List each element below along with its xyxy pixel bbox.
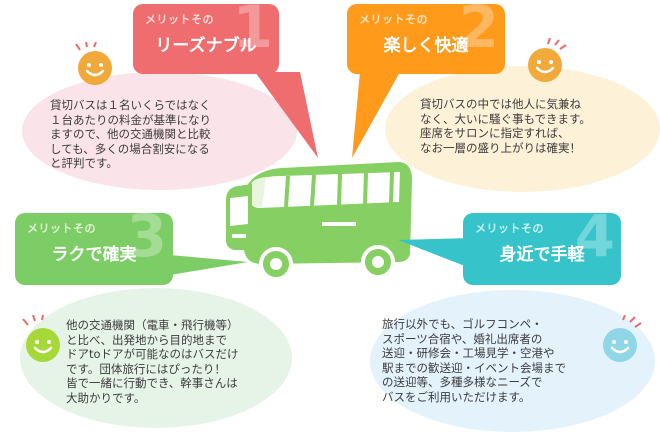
merit-4-line: 駅までの歓送迎・イベント会場まで [382, 360, 566, 375]
merit-4-line: の送迎等、多種多様なニーズで [382, 375, 543, 389]
merit-3-line: と比べ、出発地から目的地まで [66, 332, 227, 347]
merit-label-3: メリットその [27, 222, 96, 235]
merit-1-line: １台あたりの料金が基準になり [50, 112, 211, 127]
merit-label-2: メリットその [359, 13, 428, 26]
merit-3-line: 皆で一緒に行動でき、幹事さんは [66, 376, 238, 390]
merit-badge-1: 1 メリットその リーズナブル [133, 4, 279, 74]
merit-title-3: ラクで確実 [51, 245, 137, 265]
merit-label-4: メリットその [475, 222, 544, 235]
merit-4-line: 送迎・研修会・工場見学・空港や [382, 346, 555, 360]
merit-4-line: 旅行以外でも、ゴルフコンペ・ [382, 317, 543, 331]
smiley-face-icon-2 [528, 38, 567, 82]
merit-badge-3: 3 メリットその ラクで確実 [15, 213, 173, 285]
background-cloud-2 [385, 66, 660, 192]
merit-description-1: 貸切バスは１名いくらではなく １台あたりの料金が基準になり ますので、他の交通機… [50, 98, 211, 171]
merit-4-line: スポーツ合宿や、婚礼出席者の [382, 331, 543, 346]
merit-title-2: 楽しく快適 [383, 36, 469, 56]
merit-badge-2: 2 メリットその 楽しく快適 [347, 4, 505, 74]
merit-3-line: ドアtoドアが可能なのはバスだけ [66, 347, 239, 361]
merit-2-line: なく、大いに騒ぐ事もできます。 [420, 111, 591, 126]
merit-badge-4: 4 メリットその 身近で手軽 [463, 213, 621, 285]
smiley-face-icon-3 [22, 315, 60, 362]
merit-4-line: バスをご利用いただけます。 [382, 389, 531, 404]
merit-2-line: なお一層の盛り上がりは確実！ [420, 140, 581, 155]
merit-number-4: 4 [574, 213, 615, 270]
smiley-face-icon-1 [75, 42, 112, 85]
merit-number-3: 3 [126, 213, 167, 270]
merit-description-4: 旅行以外でも、ゴルフコンペ・ スポーツ合宿や、婚礼出席者の 送迎・研修会・工場見… [382, 317, 566, 404]
merit-title-4: 身近で手軽 [499, 245, 585, 265]
merit-1-line: と評判です。 [50, 156, 118, 170]
merit-3-line: です。団体旅行にはぴったり！ [66, 361, 226, 376]
merit-description-3: 他の交通機関（電車・飛行機等） と比べ、出発地から目的地まで ドアtoドアが可能… [66, 318, 239, 405]
bus-illustration [226, 162, 412, 281]
merit-number-1: 1 [232, 4, 273, 61]
background-cloud-3 [20, 288, 292, 428]
merit-1-line: しても、多くの場合割安になる [50, 141, 210, 156]
background-cloud-1 [22, 72, 297, 190]
merit-1-line: 貸切バスは１名いくらではなく [50, 98, 211, 112]
merit-3-line: 他の交通機関（電車・飛行機等） [66, 318, 239, 332]
merit-description-2: 貸切バスの中では他人に気兼ね なく、大いに騒ぐ事もできます。 座席をサロンに指定… [420, 97, 591, 155]
merit-label-1: メリットその [145, 13, 214, 26]
merit-1-line: ますので、他の交通機関と比較 [50, 127, 211, 141]
merit-2-line: 座席をサロンに指定すれば、 [420, 126, 570, 140]
merit-3-line: 大助かりです。 [66, 390, 146, 405]
smiley-face-icon-4 [603, 315, 642, 362]
merit-number-2: 2 [458, 4, 499, 61]
merit-title-1: リーズナブル [155, 36, 257, 56]
background-cloud-4 [370, 290, 655, 432]
merit-2-line: 貸切バスの中では他人に気兼ね [420, 97, 581, 111]
